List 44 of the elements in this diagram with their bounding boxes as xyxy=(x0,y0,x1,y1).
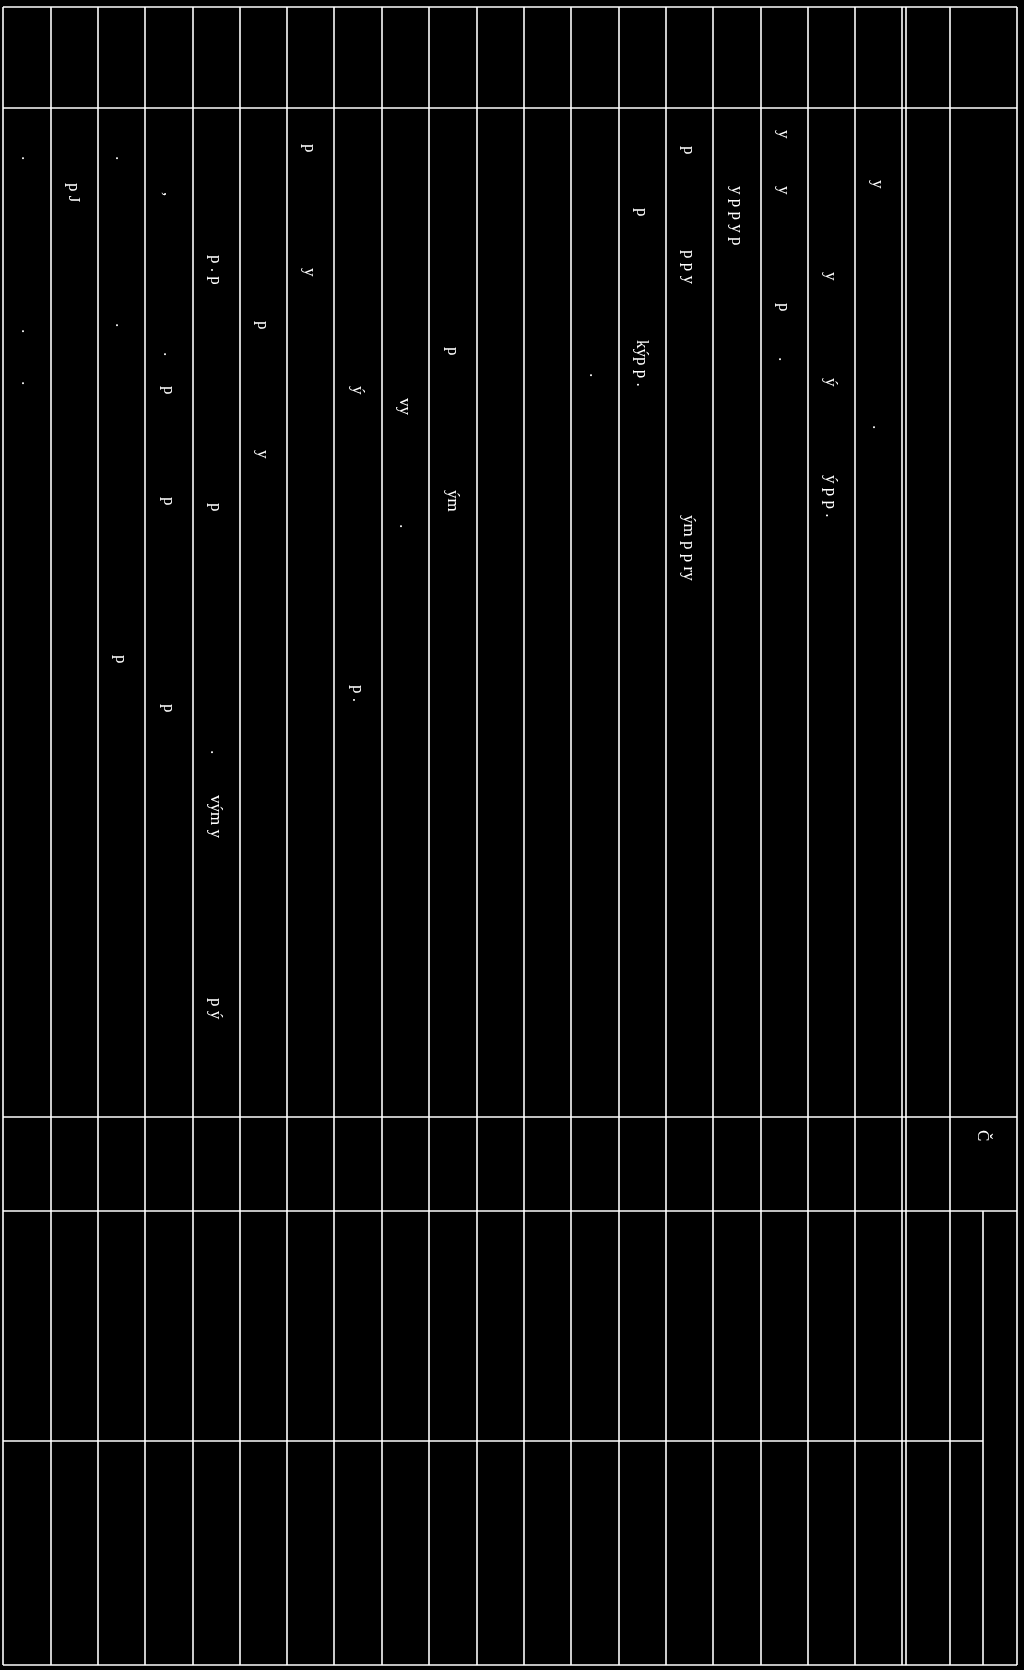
cell-text: y p p y p xyxy=(728,186,746,246)
cell-text: . xyxy=(586,373,604,378)
cell-text: . xyxy=(869,425,887,430)
cell-text: p xyxy=(254,321,272,330)
cell-text: y xyxy=(254,450,272,459)
cell-text: y xyxy=(775,186,793,195)
cell-text: p xyxy=(680,146,698,155)
cell-text: p xyxy=(775,303,793,312)
cell-text: . xyxy=(18,329,36,334)
cell-text: ým p p ry xyxy=(680,515,698,581)
cell-text: . xyxy=(775,357,793,362)
cell-text: y xyxy=(822,272,840,281)
cell-text: . xyxy=(207,750,225,755)
cell-text: vým y xyxy=(207,795,225,838)
cell-text: . xyxy=(112,323,130,328)
cell-text: p xyxy=(207,503,225,512)
cell-text: . xyxy=(18,156,36,161)
cell-text: , xyxy=(160,192,178,197)
cell-text: p xyxy=(301,144,319,153)
cell-text: p xyxy=(444,347,462,356)
cell-text: ý xyxy=(349,386,367,395)
cell-text: Č xyxy=(974,1130,992,1142)
cell-text: p xyxy=(160,497,178,506)
cell-text: . xyxy=(160,352,178,357)
cell-text: y xyxy=(869,180,887,189)
cell-text: kýp p . xyxy=(633,340,651,387)
cell-text: p xyxy=(633,208,651,217)
cell-text: p xyxy=(160,386,178,395)
cell-text: ý xyxy=(822,378,840,387)
cell-text: . xyxy=(396,524,414,529)
cell-text: p xyxy=(112,655,130,664)
cell-text: ým xyxy=(444,490,462,512)
cell-text: p J xyxy=(65,183,83,203)
cell-text: y xyxy=(775,130,793,139)
cell-text: . xyxy=(18,381,36,386)
cell-text: p xyxy=(160,704,178,713)
cell-text: p . xyxy=(349,685,367,702)
cell-text: ý p p . xyxy=(822,475,840,518)
cell-text: vy xyxy=(396,398,414,415)
cell-text: . xyxy=(112,156,130,161)
cell-text: p . p xyxy=(207,255,225,285)
cell-text: p ý xyxy=(207,998,225,1020)
cell-text: y xyxy=(301,268,319,277)
cell-text: p p y xyxy=(680,250,698,284)
